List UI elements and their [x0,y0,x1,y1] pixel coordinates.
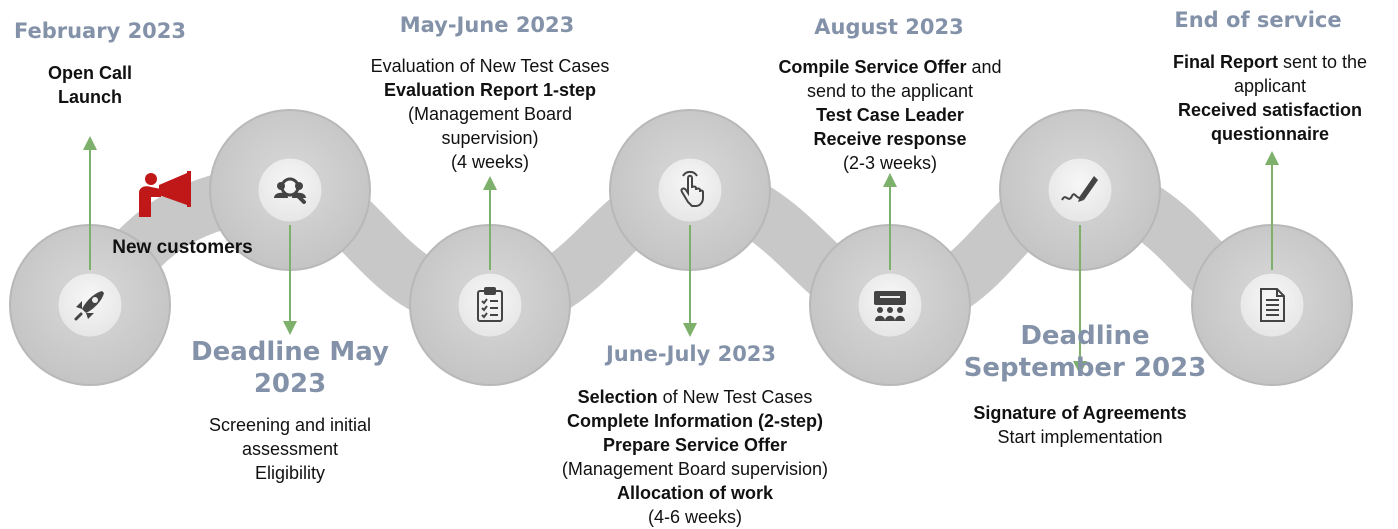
desc-line: Screening and initial [170,413,410,437]
desc-segment: Prepare Service Offer [602,435,788,455]
desc-segment: Receive response [813,129,967,149]
desc-line: send to the applicant [750,79,1030,103]
desc-segment: Evaluation Report 1-step [383,80,597,100]
desc-line: Selection of New Test Cases [520,385,870,409]
desc-segment: (Management Board [407,104,573,124]
milestone-date-2: Deadline May 2023 [191,337,389,399]
desc-segment: of New Test Cases [657,387,813,407]
desc-line: Start implementation [940,425,1220,449]
desc-segment: Final Report [1172,52,1278,72]
desc-segment: Evaluation of New Test Cases [370,56,610,76]
desc-line: assessment [170,437,410,461]
milestone-date-3: May-June 2023 [399,13,575,37]
desc-line: (Management Board [335,102,645,126]
desc-line: Final Report sent to the [1150,50,1390,74]
desc-segment: (2-3 weeks) [842,153,938,173]
touch-hand-icon [680,170,704,207]
document-icon [1260,288,1285,322]
desc-line: Compile Service Offer and [750,55,1030,79]
desc-line: questionnaire [1150,122,1390,146]
desc-line: (Management Board supervision) [520,457,870,481]
desc-line: Eligibility [170,461,410,485]
desc-line: Launch [5,85,175,109]
desc-segment: questionnaire [1210,124,1330,144]
circle-node-2 [209,109,371,271]
desc-segment: Eligibility [254,463,326,483]
desc-segment: (4-6 weeks) [647,507,743,527]
milestone-date-6: Deadline September 2023 [963,321,1207,383]
desc-line: supervision) [335,126,645,150]
meeting-presentation-icon [874,291,906,321]
rocket-icon [74,291,104,321]
desc-line: (2-3 weeks) [750,151,1030,175]
desc-line: Prepare Service Offer [520,433,870,457]
desc-segment: Signature of Agreements [973,403,1187,423]
desc-segment: Compile Service Offer [778,57,967,77]
desc-segment: assessment [241,439,339,459]
group-search-icon [274,177,306,204]
desc-segment: (4 weeks) [450,152,530,172]
milestone-date-1: February 2023 [13,19,187,43]
desc-segment: applicant [1233,76,1307,96]
milestone-date-7: End of service [1174,8,1342,32]
desc-segment: Open Call [47,63,132,83]
desc-line: Complete Information (2-step) [520,409,870,433]
desc-segment: and [966,57,1002,77]
desc-segment: Launch [57,87,122,107]
clipboard-checklist-icon [477,287,503,322]
desc-line: Evaluation of New Test Cases [335,54,645,78]
desc-line: Allocation of work [520,481,870,505]
desc-segment: Selection [577,387,658,407]
desc-line: Received satisfaction [1150,98,1390,122]
new-customers-label: New customers [112,237,253,258]
desc-line: Evaluation Report 1-step [335,78,645,102]
desc-segment: (Management Board supervision) [561,459,829,479]
milestone-date-5: August 2023 [814,15,964,39]
desc-segment: Screening and initial [208,415,372,435]
desc-segment: Allocation of work [616,483,773,503]
circle-node-6 [999,109,1161,271]
desc-line: Test Case Leader [750,103,1030,127]
milestone-date-4: June-July 2023 [605,342,777,366]
desc-segment: send to the applicant [806,81,974,101]
desc-line: Signature of Agreements [940,401,1220,425]
desc-line: applicant [1150,74,1390,98]
circle-node-3 [409,224,571,386]
megaphone-person-icon [139,171,191,217]
connector-arrows [83,136,1279,375]
desc-segment: sent to the [1277,52,1368,72]
desc-line: (4-6 weeks) [520,505,870,529]
desc-line: Receive response [750,127,1030,151]
desc-line: (4 weeks) [335,150,645,174]
signature-pen-icon [1061,176,1098,202]
desc-line: Open Call [5,61,175,85]
desc-segment: Received satisfaction [1177,100,1363,120]
desc-segment: Complete Information (2-step) [566,411,823,431]
desc-segment: Start implementation [997,427,1163,447]
desc-segment: supervision) [441,128,539,148]
desc-segment: Test Case Leader [816,105,964,125]
